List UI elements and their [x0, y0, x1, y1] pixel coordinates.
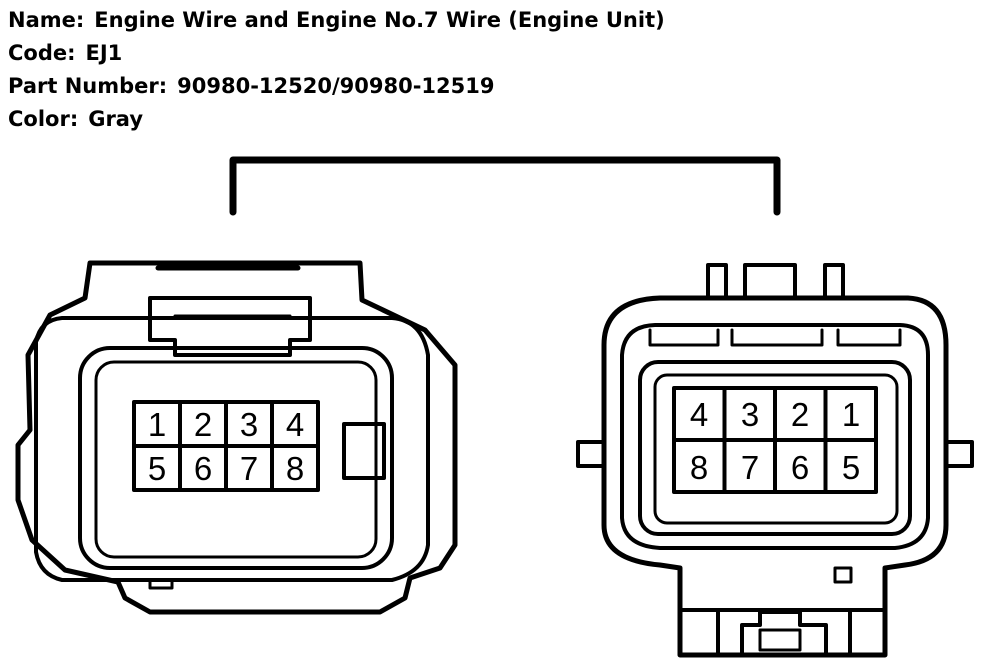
right-connector-side-tab — [833, 566, 853, 584]
right-connector-bottom-release — [678, 608, 887, 657]
left-pin-label: 3 — [240, 406, 258, 443]
name-label: Name: — [8, 8, 85, 32]
left-connector-inner-shell — [34, 316, 430, 582]
right-pin-label: 5 — [842, 449, 860, 486]
part-number-label: Part Number: — [8, 74, 168, 98]
part-number-row: Part Number: 90980-12520/90980-12519 — [8, 70, 665, 103]
right-pin-label: 8 — [690, 449, 708, 486]
right-pin-label: 1 — [842, 396, 860, 433]
left-connector-face — [78, 346, 394, 570]
left-connector-side-key — [342, 422, 386, 480]
left-connector-bottom-notch — [148, 578, 174, 590]
right-connector-right-ear — [944, 440, 974, 468]
right-connector-inner-shell — [620, 323, 930, 550]
right-connector-release-button — [758, 628, 802, 652]
name-value: Engine Wire and Engine No.7 Wire (Engine… — [94, 8, 665, 32]
color-label: Color: — [8, 107, 79, 131]
left-connector-cavity — [94, 360, 378, 559]
left-connector-pin-labels: 1 2 3 4 5 6 7 8 — [148, 406, 304, 487]
right-pin-label: 6 — [791, 449, 809, 486]
left-pin-label: 2 — [194, 406, 212, 443]
left-pin-label: 8 — [286, 450, 304, 487]
code-label: Code: — [8, 41, 76, 65]
left-pin-label: 1 — [148, 406, 166, 443]
left-connector-pin-grid — [132, 400, 320, 492]
code-value: EJ1 — [85, 41, 123, 65]
right-connector-pin-grid — [672, 386, 878, 494]
left-pin-label: 6 — [194, 450, 212, 487]
color-value: Gray — [88, 107, 144, 131]
right-pin-label: 2 — [791, 396, 809, 433]
left-pin-label: 7 — [240, 450, 258, 487]
name-row: Name: Engine Wire and Engine No.7 Wire (E… — [8, 4, 665, 37]
left-pin-label: 5 — [148, 450, 166, 487]
right-connector-top-boss — [706, 263, 845, 300]
connector-info: Name: Engine Wire and Engine No.7 Wire (E… — [8, 4, 665, 136]
right-connector-pin-labels: 4 3 2 1 8 7 6 5 — [690, 396, 860, 486]
right-connector-outer-shell — [601, 295, 949, 658]
left-connector-lock-tab — [148, 296, 312, 357]
right-pin-label: 3 — [741, 396, 759, 433]
code-row: Code: EJ1 — [8, 37, 665, 70]
right-connector-inner-top-slots — [648, 328, 902, 347]
right-connector-face — [638, 360, 912, 536]
left-connector-outer-shell — [15, 260, 458, 615]
left-pin-label: 4 — [286, 406, 304, 443]
right-connector — [576, 263, 974, 658]
part-number-value: 90980-12520/90980-12519 — [177, 74, 495, 98]
right-connector-cavity — [653, 373, 899, 525]
color-row: Color: Gray — [8, 103, 665, 136]
right-connector-left-ear — [576, 440, 606, 468]
left-connector — [15, 260, 458, 615]
mating-bracket — [229, 156, 781, 216]
right-pin-label: 7 — [741, 449, 759, 486]
right-pin-label: 4 — [690, 396, 708, 433]
